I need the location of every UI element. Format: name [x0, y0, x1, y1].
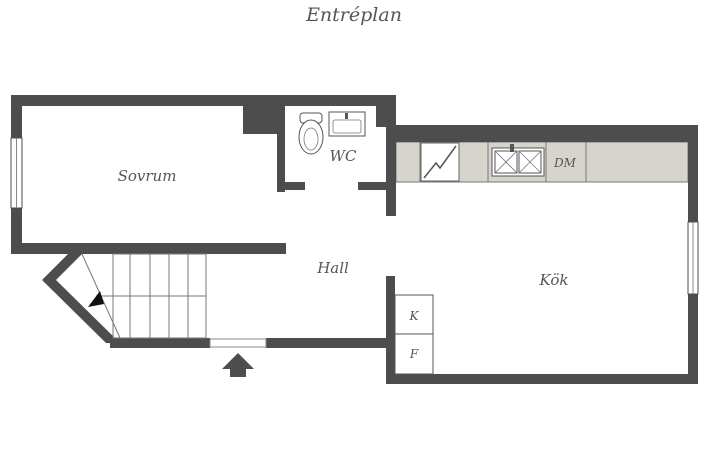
room-label-bedroom: Sovrum	[118, 167, 177, 185]
freezer-label: F	[409, 347, 419, 361]
dishwasher-label: DM	[553, 156, 577, 170]
entrance-door	[209, 338, 267, 348]
fridge-freezer	[394, 294, 434, 375]
room-label-kitchen: Kök	[539, 271, 569, 289]
entrance-arrow-icon	[222, 353, 254, 377]
window-kitchen	[687, 221, 699, 295]
fridge-label: K	[409, 309, 420, 323]
stair-direction-arrow-icon	[88, 291, 104, 307]
walls	[11, 95, 698, 384]
kitchen-sink-icon	[491, 144, 545, 177]
plan-title: Entréplan	[305, 4, 402, 26]
wash-basin-icon	[328, 111, 366, 137]
window-bedroom	[10, 137, 23, 209]
room-label-wc: WC	[330, 147, 357, 165]
toilet-icon	[298, 112, 324, 155]
stove-icon	[420, 142, 460, 182]
staircase	[81, 253, 207, 339]
room-label-hall: Hall	[316, 259, 349, 277]
